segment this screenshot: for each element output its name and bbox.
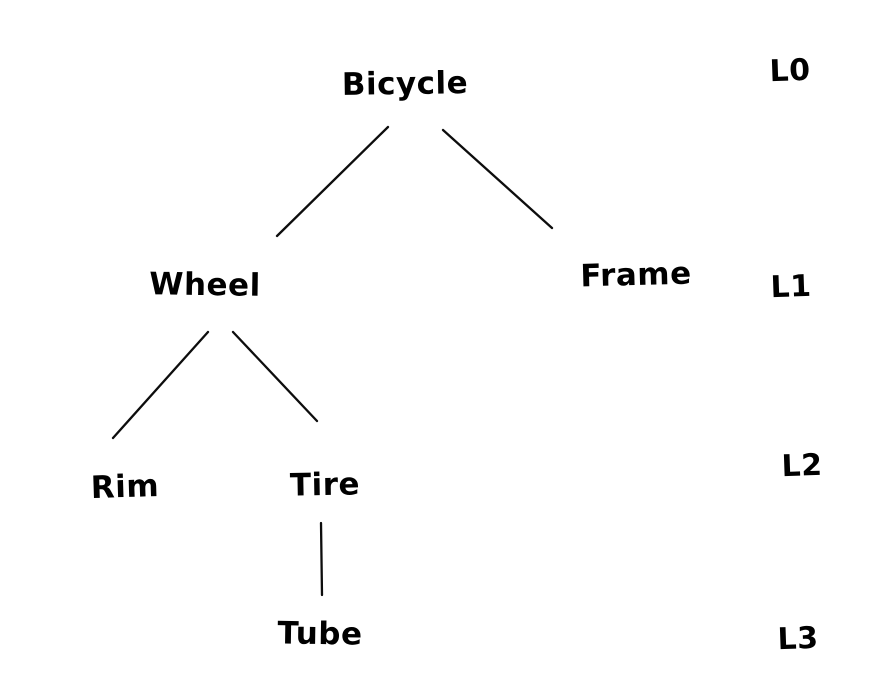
edge-wheel-rim xyxy=(111,330,210,440)
node-label-rim: Rim xyxy=(90,467,160,507)
node-label-bicycle: Bicycle xyxy=(341,65,469,103)
node-label-tube: Tube xyxy=(277,615,363,653)
edge-bicycle-frame xyxy=(441,128,554,230)
level-label-l1: L1 xyxy=(769,268,813,306)
level-label-l2: L2 xyxy=(780,447,824,485)
edge-bicycle-wheel xyxy=(275,125,390,238)
edge-wheel-tire xyxy=(231,330,319,423)
edge-tire-tube xyxy=(319,521,324,597)
level-label-l3: L3 xyxy=(776,620,820,658)
node-label-wheel: Wheel xyxy=(149,266,261,304)
node-label-frame: Frame xyxy=(579,255,693,295)
level-label-l0: L0 xyxy=(768,52,812,90)
node-label-tire: Tire xyxy=(289,466,361,504)
